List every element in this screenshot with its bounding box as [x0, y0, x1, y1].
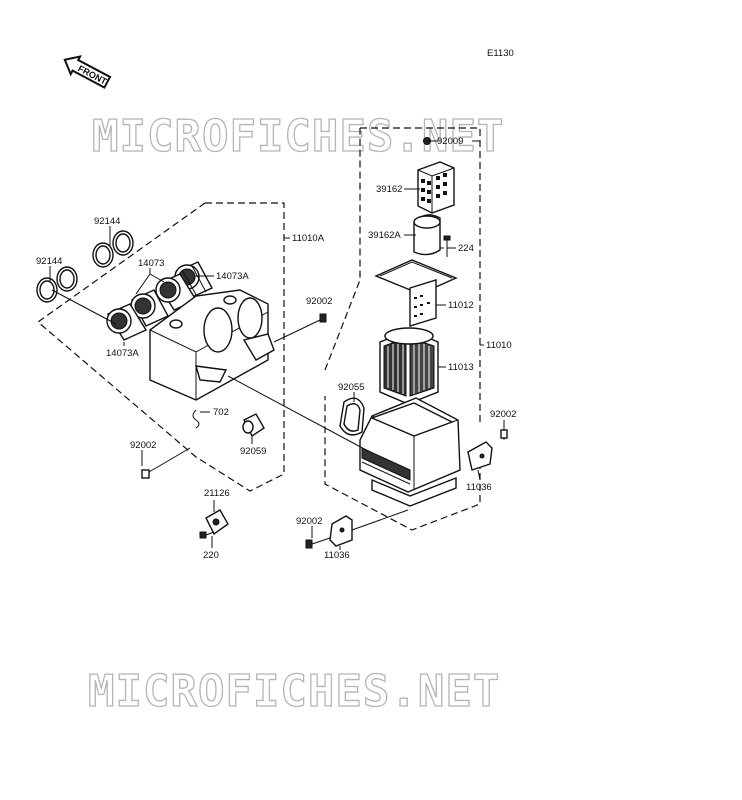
label-11036-bottom: 11036	[324, 550, 350, 561]
label-11036-right: 11036	[466, 482, 492, 493]
label-14073a-left: 14073A	[106, 348, 139, 359]
front-arrow-icon: FRONT	[63, 55, 112, 89]
oring-92055	[339, 397, 365, 436]
clamp-92144-left	[36, 266, 78, 303]
duct-14073-lower	[130, 289, 169, 327]
bolt-92002-mid	[273, 313, 327, 343]
label-220: 220	[203, 550, 219, 561]
label-21126: 21126	[204, 488, 230, 499]
air-cleaner-housing-11010a	[149, 289, 275, 401]
label-224: 224	[458, 243, 474, 254]
bolt-92002-right	[500, 425, 508, 440]
watermark-top: MICROFICHES.NET	[92, 111, 504, 162]
filter-element-11013	[379, 327, 439, 405]
bracket-11036-right	[467, 441, 493, 471]
watermark-bottom: MICROFICHES.NET	[88, 666, 500, 717]
label-11012: 11012	[448, 300, 474, 311]
label-92144-upper: 92144	[94, 216, 120, 227]
label-92144-left: 92144	[36, 256, 62, 267]
element-39162	[417, 161, 455, 214]
cap-11012	[374, 259, 458, 327]
bracket-21126	[205, 509, 229, 536]
leader-lines	[49, 140, 505, 550]
label-11010a: 11010A	[292, 233, 325, 244]
label-92009: 92009	[437, 136, 463, 147]
label-92055: 92055	[338, 382, 364, 393]
label-92059: 92059	[240, 446, 266, 457]
screw-220	[199, 531, 215, 539]
clamp-92144-upper	[92, 230, 134, 268]
cap-92059	[242, 413, 265, 438]
duct-14073a-lower	[106, 303, 148, 341]
group-outline-11010a	[37, 202, 285, 492]
bracket-11036-bottom	[329, 515, 353, 547]
label-14073a-right: 14073A	[216, 271, 249, 282]
element-39162a	[413, 214, 441, 256]
label-702: 702	[213, 407, 229, 418]
label-92002-lower-left: 92002	[130, 440, 156, 451]
label-92002-mid: 92002	[306, 296, 332, 307]
label-14073: 14073	[138, 258, 164, 269]
clamp-702	[192, 409, 200, 429]
bolt-224	[440, 235, 451, 257]
label-92002-right: 92002	[490, 409, 516, 420]
label-11010: 11010	[486, 340, 512, 351]
duct-14073-upper	[155, 273, 198, 311]
label-39162a: 39162A	[368, 230, 401, 241]
screw-92009	[423, 137, 438, 145]
label-92002-bottom: 92002	[296, 516, 322, 527]
bolt-92002-lower-left	[141, 447, 191, 479]
group-outline-11010	[324, 127, 481, 531]
air-cleaner-case-11010	[359, 397, 461, 507]
label-39162: 39162	[376, 184, 402, 195]
label-11013: 11013	[448, 362, 474, 373]
diagram-code: E1130	[487, 48, 514, 59]
